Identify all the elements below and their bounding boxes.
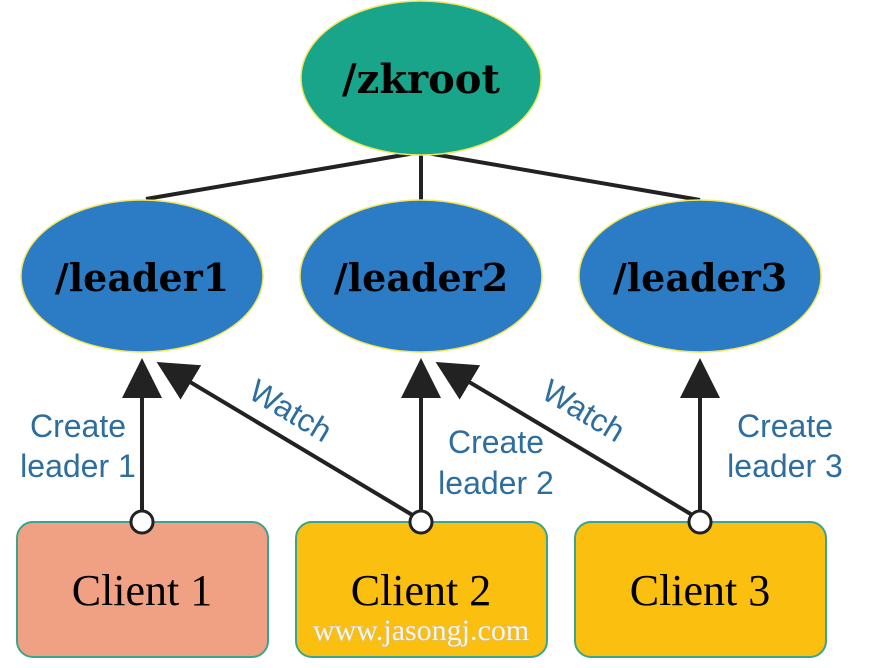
create-leader2-label-line1: Create [448,424,544,460]
watch-leader2-label: Watch [536,372,631,449]
watch-leader1-label: Watch [243,372,338,449]
arrow-watch-leader1 [156,361,416,518]
client-3: Client 3 [574,521,827,658]
node-leader2: /leader2 [299,199,543,353]
create-leader2-label-line2: leader 2 [438,465,554,501]
node-leader1-label: /leader1 [55,255,229,300]
client-1-label: Client 1 [72,566,213,615]
edge-root-leader3 [420,150,701,202]
node-zkroot-label: /zkroot [342,56,500,103]
edge-root-leader1 [145,150,422,201]
node-leader3-label: /leader3 [613,255,787,300]
tree-edges [145,150,701,202]
create-leader1-label-line1: Create [30,408,126,444]
node-leader1-shape [20,199,264,353]
node-leader3-shape [578,199,822,353]
arrow-tails [129,509,713,535]
node-leader3: /leader3 [578,199,822,353]
client-3-label: Client 3 [630,566,771,615]
node-zkroot-shape [300,0,542,156]
create-leader1-label-line2: leader 1 [20,448,136,484]
client-1: Client 1 [16,521,269,658]
node-leader2-shape [299,199,543,353]
create-leader3-label-line2: leader 3 [727,448,843,484]
node-leader1: /leader1 [20,199,264,353]
client-2: Client 2 [295,521,548,658]
client-3-connector [687,509,713,535]
node-zkroot: /zkroot [300,0,542,156]
arrow-watch-leader2 [435,361,696,518]
client-2-connector [408,509,434,535]
arrows [122,358,720,518]
watermark: www.jasongj.com [313,614,529,647]
client-1-connector [129,509,155,535]
create-leader3-label-line1: Create [737,408,833,444]
client-2-label: Client 2 [351,566,492,615]
node-leader2-label: /leader2 [334,255,508,300]
